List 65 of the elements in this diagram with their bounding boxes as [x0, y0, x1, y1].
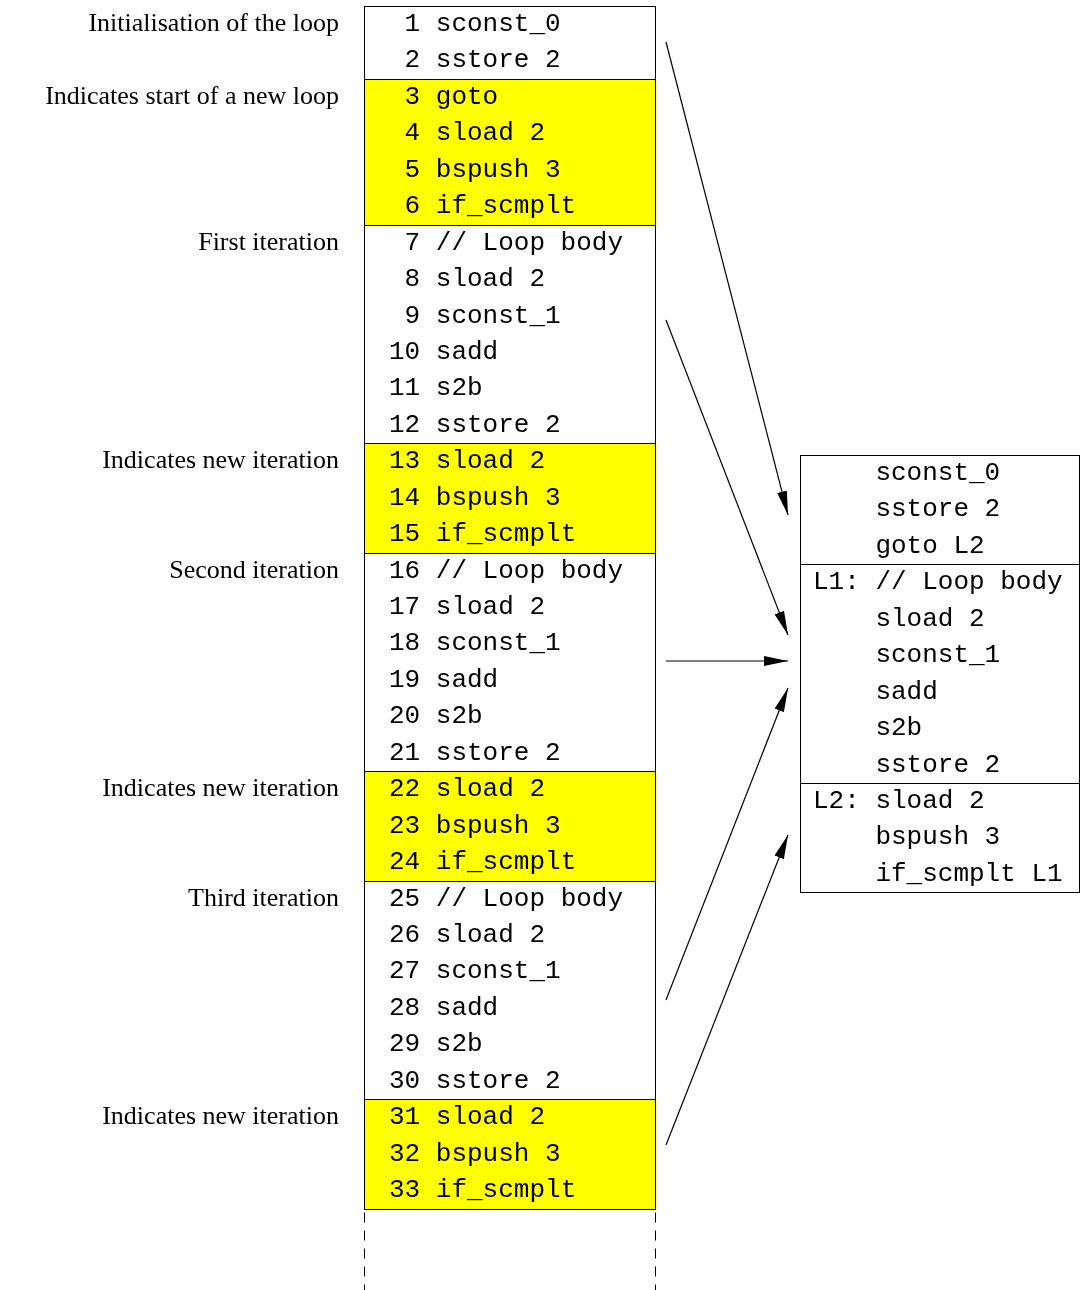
code-line: sload 2 — [874, 602, 986, 636]
annotation-label: Indicates new iteration — [102, 445, 339, 476]
code-line: 10 sadd — [389, 335, 500, 369]
code-line: 18 sconst_1 — [389, 627, 562, 661]
code-line: sconst_0 — [874, 457, 1002, 490]
code-line: 28 sadd — [389, 991, 500, 1025]
arrow — [665, 41, 789, 516]
code-line: 2 sstore 2 — [403, 44, 562, 78]
code-line: sstore 2 — [874, 748, 1002, 782]
code-line: sconst_1 — [874, 639, 1002, 673]
code-block — [800, 782, 1080, 894]
code-line: 22 sload 2 — [389, 773, 547, 807]
code-line: 5 bspush 3 — [403, 153, 562, 187]
code-line: 23 bspush 3 — [389, 809, 562, 843]
code-line: 9 sconst_1 — [403, 299, 562, 333]
code-line: 31 sload 2 — [389, 1101, 547, 1135]
code-line: 16 // Loop body — [389, 554, 625, 588]
code-line: 20 s2b — [389, 700, 484, 734]
code-line: 4 sload 2 — [403, 117, 547, 151]
annotation-label: First iteration — [198, 226, 339, 257]
arrow — [665, 656, 789, 666]
code-line: L1: // Loop body — [813, 566, 1064, 600]
code-line: 30 sstore 2 — [389, 1064, 562, 1098]
highlighted-code-block — [364, 1099, 656, 1210]
code-block — [800, 564, 1080, 784]
code-line: goto L2 — [874, 529, 986, 563]
code-line: 24 if_scmplt — [389, 846, 578, 880]
arrow — [665, 687, 789, 1001]
code-line: 25 // Loop body — [389, 882, 625, 916]
code-line: sstore 2 — [874, 493, 1002, 527]
code-line: L2: sload 2 — [813, 784, 986, 818]
annotation-label: Indicates new iteration — [102, 773, 339, 804]
highlighted-code-block — [364, 78, 656, 226]
code-line: if_scmplt L1 — [874, 857, 1064, 891]
annotation-label: Second iteration — [169, 554, 339, 585]
arrow — [665, 834, 789, 1146]
code-line: 7 // Loop body — [403, 226, 625, 260]
code-line: 8 sload 2 — [403, 263, 547, 297]
code-line: 15 if_scmplt — [389, 518, 578, 552]
code-line: 33 if_scmplt — [389, 1174, 578, 1208]
code-line: 26 sload 2 — [389, 919, 547, 952]
code-line: 1 sconst_0 — [403, 8, 562, 41]
code-line: 17 sload 2 — [389, 591, 547, 625]
code-line: 32 bspush 3 — [389, 1137, 562, 1171]
arrow — [665, 319, 789, 636]
code-line: 14 bspush 3 — [389, 481, 562, 515]
code-line: s2b — [874, 712, 924, 746]
code-block — [800, 455, 1080, 566]
code-line: sadd — [874, 675, 939, 709]
annotation-label: Third iteration — [188, 882, 339, 913]
annotation-label: Indicates start of a new loop — [45, 80, 339, 111]
code-line: 29 s2b — [389, 1028, 484, 1062]
code-line: 13 sload 2 — [389, 445, 547, 479]
annotation-label: Initialisation of the loop — [88, 8, 339, 38]
code-line: 27 sconst_1 — [389, 955, 562, 989]
highlighted-code-block — [364, 771, 656, 882]
highlighted-code-block — [364, 443, 656, 554]
code-line: 6 if_scmplt — [403, 190, 578, 224]
code-line: 12 sstore 2 — [389, 408, 562, 442]
code-line: 21 sstore 2 — [389, 736, 562, 770]
code-line: 3 goto — [403, 80, 500, 114]
annotation-label: Indicates new iteration — [102, 1101, 339, 1132]
code-line: 19 sadd — [389, 663, 500, 697]
code-line: 11 s2b — [389, 372, 484, 406]
code-line: bspush 3 — [874, 821, 1002, 855]
